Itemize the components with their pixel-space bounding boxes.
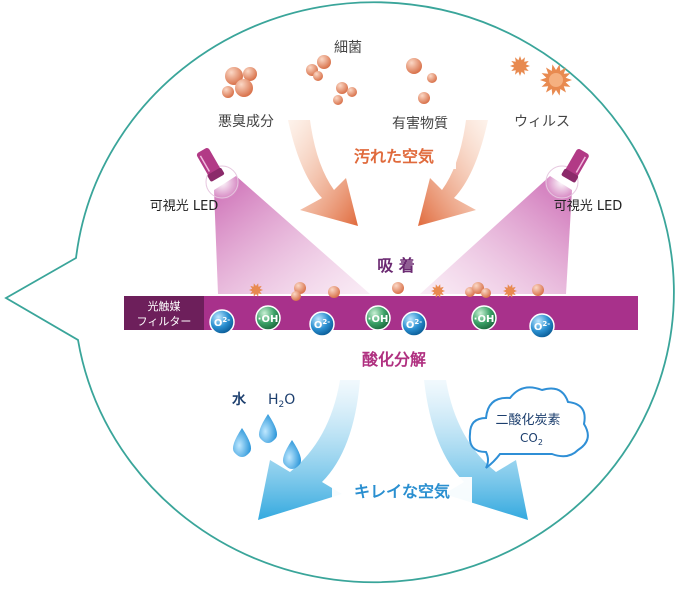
label-led-left: 可視光 LED [150,199,219,214]
dirty-air-arrow-left [288,120,358,226]
oh-radical: ·OH [365,305,391,331]
adsorbed-virus-icons [249,283,517,298]
radicals: O2- ·OH O2- ·OH O2- ·OH O2- [209,305,555,339]
svg-text:·OH: ·OH [368,314,389,325]
label-virus: ウィルス [514,114,570,130]
label-led-right: 可視光 LED [554,199,623,214]
dirty-air-box [332,143,456,169]
water-drop-icons [233,414,301,469]
label-co2: CO2 [520,431,543,447]
virus-icon [510,56,530,76]
o2-radical: O2- [529,313,555,339]
filter-label-box [124,296,204,330]
svg-text:·OH: ·OH [474,314,495,325]
harmful-substance-particles [406,58,437,104]
label-bacteria: 細菌 [334,40,362,56]
co2-cloud-icon [468,386,589,469]
o2-radical: O2- [401,311,427,337]
clean-air-box [332,477,472,505]
svg-text:O2-: O2- [314,318,330,331]
virus-icon [431,284,445,298]
label-harmful: 有害物質 [392,116,448,132]
led-right [544,149,589,200]
label-decomposition: 酸化分解 [362,350,426,369]
clean-air-arrow-right [424,380,528,520]
svg-text:O2-: O2- [214,316,230,329]
label-bad-smell: 悪臭成分 [218,114,274,130]
label-filter-line1: 光触媒 [148,299,181,313]
adsorbed-particles [291,282,544,301]
dirty-air-arrow-right [418,120,488,226]
oh-radical: ·OH [471,305,497,331]
led-beam-right [420,176,572,294]
virus-icon [510,56,572,96]
led-beam-left [214,176,370,294]
svg-text:·OH: ·OH [258,314,279,325]
svg-text:O2-: O2- [406,318,422,331]
label-dirty-air: 汚れた空気 [354,147,434,166]
label-co2-name: 二酸化炭素 [495,413,560,428]
label-adsorption: 吸 着 [377,256,415,275]
led-left [196,148,240,200]
decomposition-box [332,346,456,372]
label-clean-air: キレイな空気 [354,482,450,501]
oh-radical: ·OH [255,305,281,331]
svg-text:O2-: O2- [534,320,550,333]
bad-smell-particles [222,67,257,98]
o2-radical: O2- [209,309,235,335]
o2-radical: O2- [309,311,335,337]
label-water: 水 [232,391,247,408]
virus-core [549,73,563,87]
adsorption-box [362,252,430,278]
virus-icon [249,283,263,297]
label-h2o: H2O [268,392,295,410]
clean-air-arrow-left [258,380,360,520]
virus-icon [503,284,517,298]
bacteria-particles [306,55,357,105]
label-filter-line2: フィルター [137,315,192,328]
